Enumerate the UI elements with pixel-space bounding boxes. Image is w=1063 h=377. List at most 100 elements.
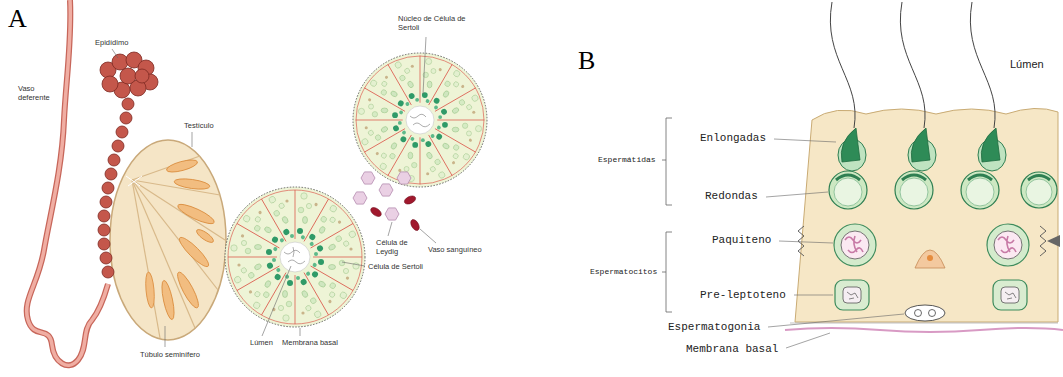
epididymis: [112, 140, 124, 152]
round-spermatid: [1021, 172, 1057, 208]
tubule-section: [437, 111, 484, 136]
tubule-section: [406, 106, 434, 134]
tubule-section: [284, 247, 305, 264]
group-label: Espermatocitos: [590, 267, 657, 277]
testis: [144, 272, 155, 309]
epididymis: [108, 154, 120, 166]
tubule-section: [225, 187, 365, 327]
round-spermatid: [961, 171, 999, 209]
tubule-section: [430, 80, 483, 125]
leydig-cells: [379, 184, 393, 196]
leader-lines: [766, 192, 828, 197]
tubule-section: [356, 104, 403, 129]
spermatogonium: [905, 305, 945, 321]
cell-label: Redondas: [705, 190, 758, 203]
tubule-section: [296, 194, 343, 250]
pachytene-spermatocyte: [841, 231, 869, 259]
sertoli-cell: [915, 250, 945, 268]
leader-lines: [112, 49, 118, 58]
tubule-section: [228, 240, 277, 266]
epididymis: [102, 182, 114, 194]
epididymis: [102, 76, 118, 92]
tubule-section: [415, 130, 460, 183]
tubule-section: [410, 114, 430, 127]
testis: [128, 176, 142, 186]
pachytene-spermatocyte: [987, 224, 1029, 266]
part-label: Célula de Sertoli: [368, 262, 423, 271]
elongated-spermatid: [900, 2, 925, 128]
leader-lines: [165, 326, 166, 347]
bracket: [662, 118, 672, 205]
elongated-spermatid: [970, 2, 995, 128]
testis: [159, 280, 176, 321]
testis: [174, 177, 211, 191]
elongated-spermatid: [911, 128, 930, 162]
tubule-section: [290, 268, 337, 324]
preleptotene-spermatocyte: [847, 292, 858, 299]
pachytene-spermatocyte: [994, 231, 1022, 259]
leader-lines: [786, 333, 830, 348]
epididymis: [112, 54, 128, 70]
round-spermatid: [1026, 179, 1052, 205]
epididymis: [120, 112, 132, 124]
pachytene-spermatocyte: [834, 224, 1029, 266]
tubule-section: [380, 56, 425, 109]
leader-lines: [774, 139, 836, 142]
testis: [132, 156, 225, 338]
pachytene-spermatocyte: [998, 236, 1016, 253]
part-label: Vaso deferente: [18, 84, 54, 102]
spermatogonium: [929, 310, 936, 317]
epididymis: [120, 68, 136, 84]
epididymis: [98, 224, 110, 236]
part-label: Testículo: [184, 121, 214, 130]
epididymis: [102, 266, 114, 278]
leader-lines: [192, 132, 193, 147]
tubule-section: [353, 53, 487, 187]
round-spermatid: [1028, 176, 1050, 181]
epididymis: [122, 98, 134, 110]
testis: [195, 227, 215, 244]
testis: [126, 176, 140, 186]
tight-junction: [1040, 226, 1046, 256]
testis: [132, 180, 225, 240]
tubule-section: [228, 190, 362, 324]
bracket: [662, 232, 672, 312]
part-label: Membrana basal: [282, 338, 338, 347]
leydig-cells: [397, 172, 411, 184]
tubule-section: [306, 215, 362, 262]
preleptotene-spermatocyte: [835, 280, 869, 310]
bracket: [662, 118, 672, 312]
blood-vessels: [369, 194, 421, 232]
tubule-section: [225, 187, 365, 327]
testis: [176, 201, 216, 227]
leader-lines: [342, 262, 365, 266]
round-spermatid: [966, 178, 994, 206]
cell-label: Enlongadas: [700, 132, 766, 145]
leader-lines: [423, 37, 426, 94]
basement-membrane: [785, 323, 1063, 332]
cell-label: Paquiteno: [712, 234, 771, 247]
tubule-section: [247, 264, 294, 320]
tubule-section: [253, 191, 300, 247]
vas-deferens: [27, 0, 108, 365]
testis: [174, 270, 202, 310]
tubule-section: [313, 247, 362, 273]
tubule-section: [356, 56, 485, 185]
group-label: Espermátidas: [598, 155, 656, 165]
testis: [132, 180, 160, 338]
tubule-section: [232, 209, 288, 256]
preleptotene-spermatocyte: [1001, 287, 1019, 303]
epididymis: [116, 126, 128, 138]
round-spermatid: [968, 175, 992, 180]
cell-label: Membrana basal: [686, 343, 778, 356]
round-spermatid: [902, 175, 926, 180]
vas-deferens: [27, 0, 108, 365]
leader-lines: [766, 139, 904, 348]
testis: [126, 176, 142, 186]
epididymis: [98, 238, 110, 250]
pachytene-spermatocyte: [845, 236, 863, 253]
tubule-section: [356, 56, 484, 184]
leader-lines: [112, 37, 436, 347]
leader-lines: [794, 295, 833, 296]
